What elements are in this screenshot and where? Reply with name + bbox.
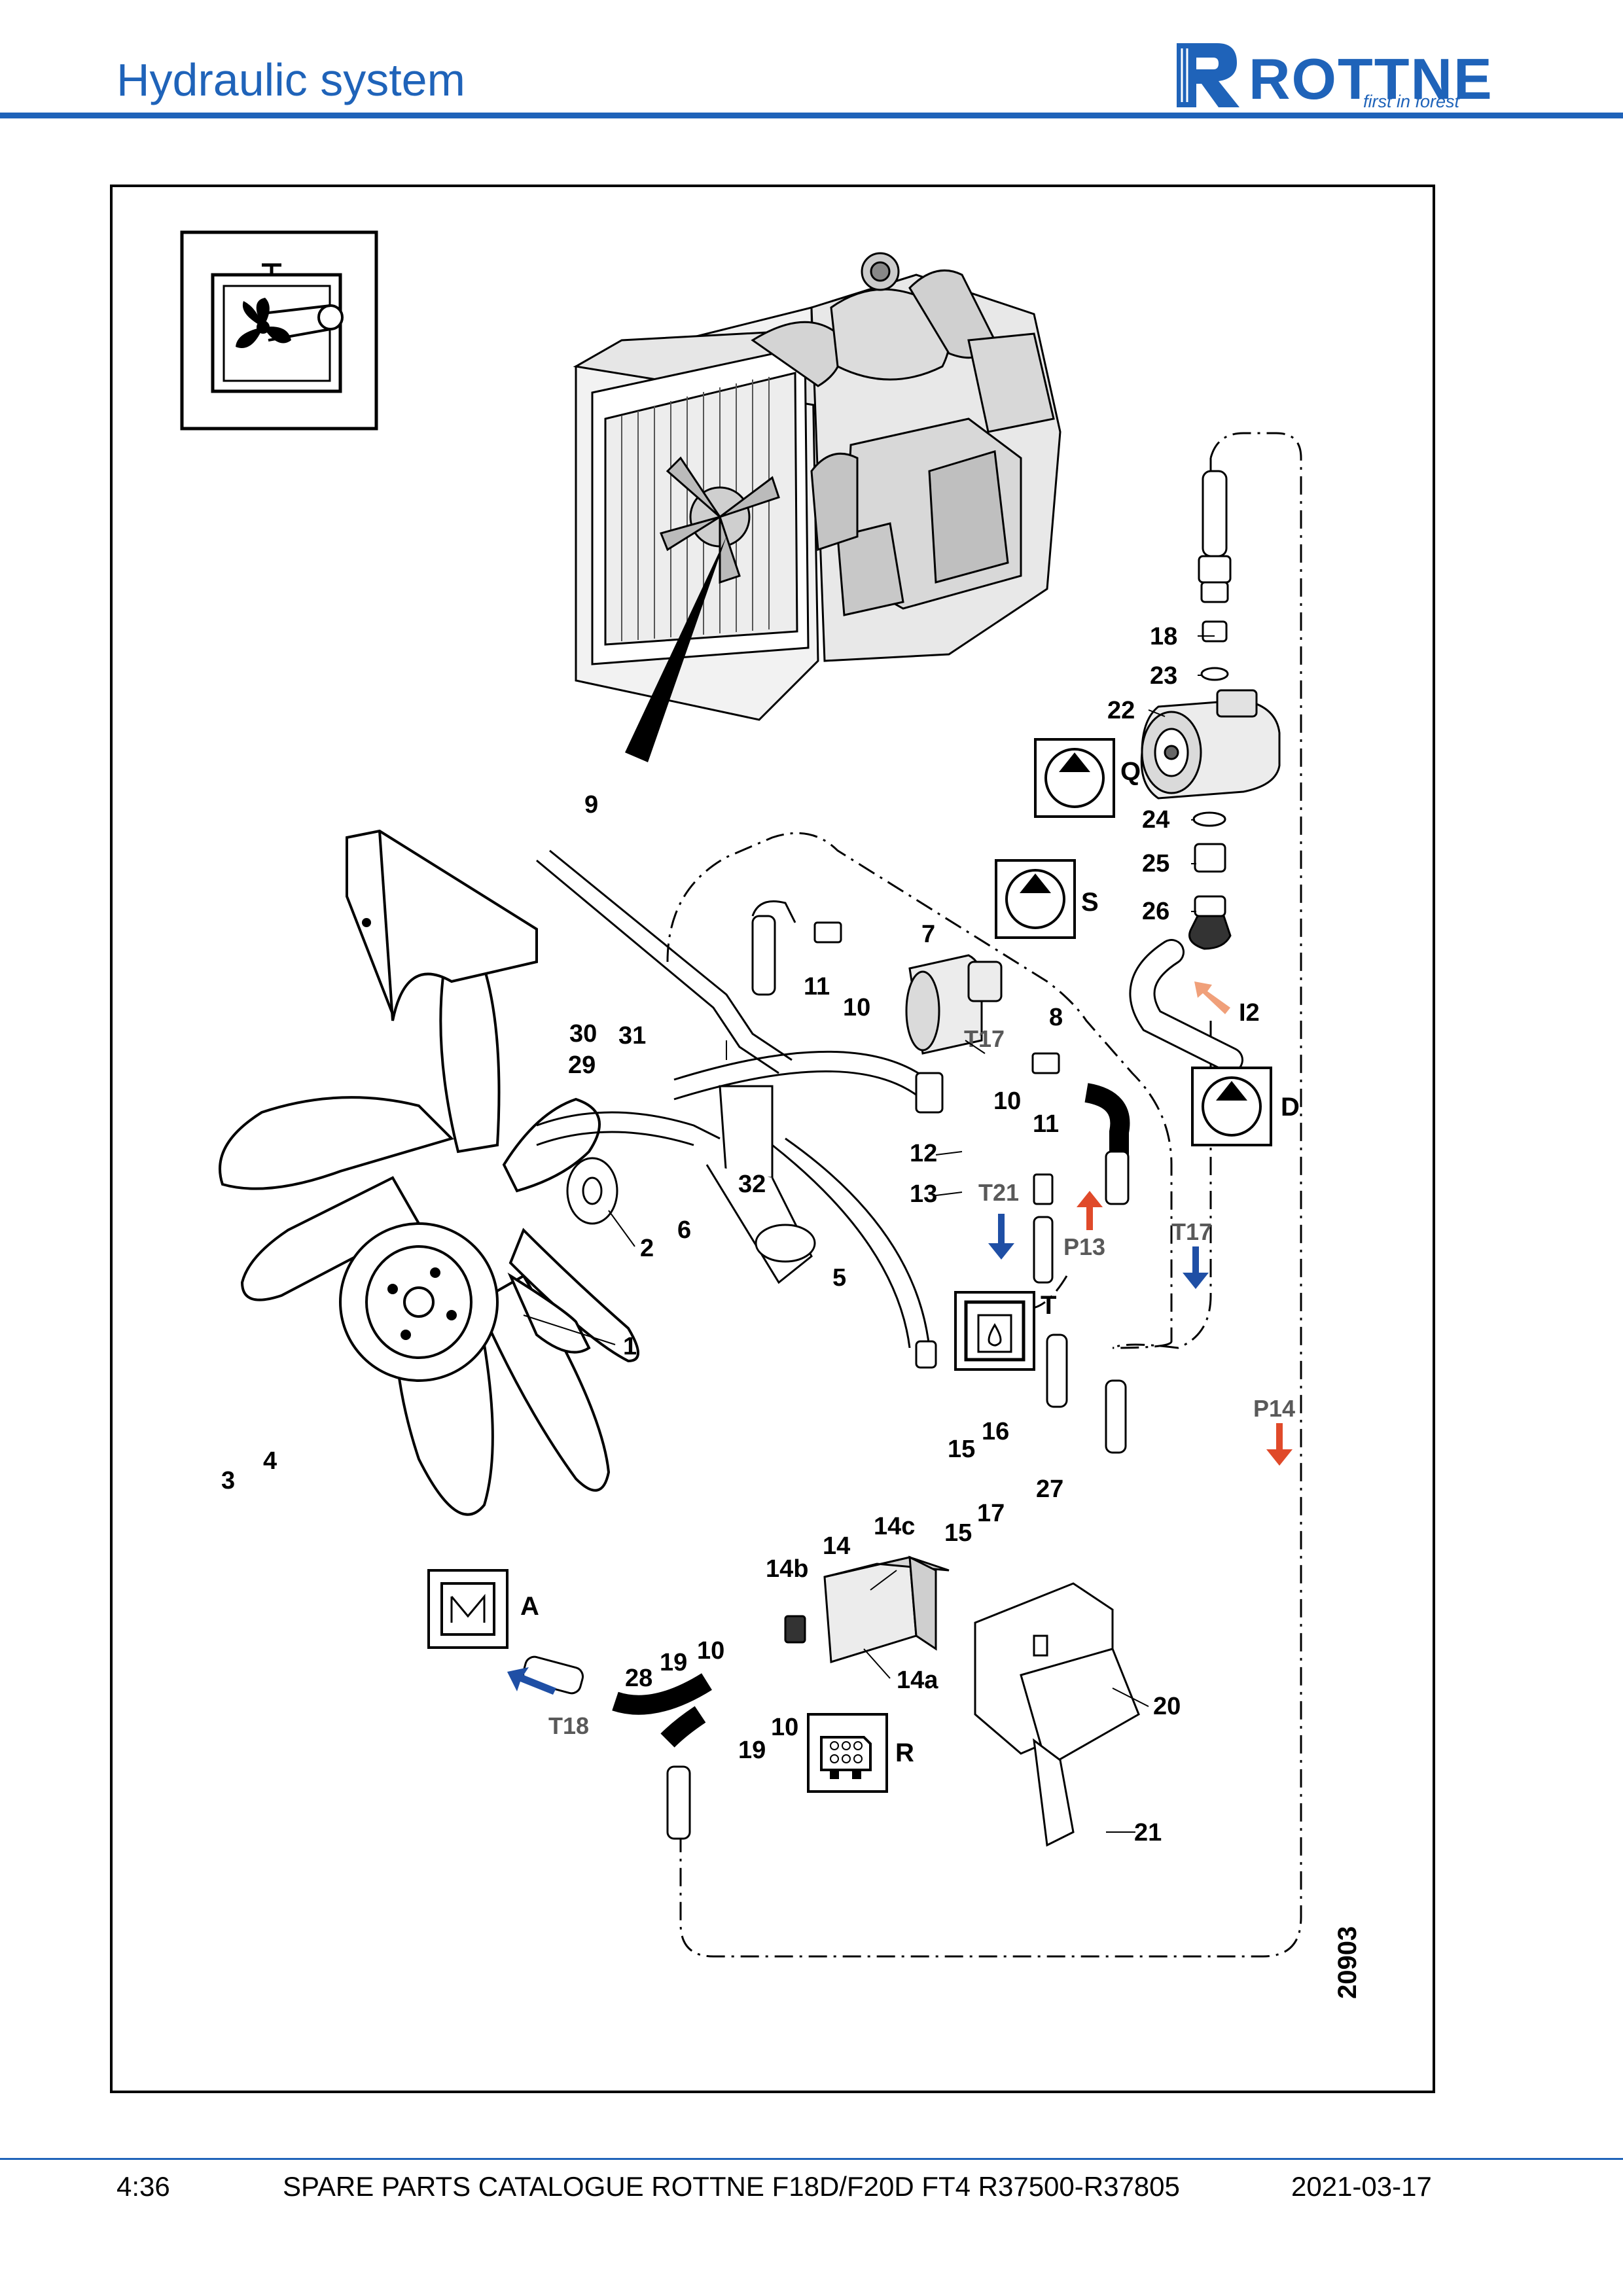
part-label-7: 7: [921, 921, 935, 948]
footer-rule: [0, 2158, 1623, 2160]
part-label-8: 8: [1049, 1004, 1063, 1031]
part-label-21: 21: [1134, 1819, 1162, 1846]
arrow-t21-down-icon: [988, 1214, 1014, 1260]
part-label-1: 1: [623, 1333, 637, 1360]
symbol-q-label: Q: [1120, 757, 1141, 786]
part-label-14b: 14b: [766, 1555, 808, 1583]
part-label-31: 31: [618, 1022, 646, 1050]
part-label-2: 2: [640, 1235, 654, 1262]
symbol-q-pump-icon: [1034, 738, 1115, 818]
flow-label-i2: I2: [1239, 999, 1260, 1027]
part-label-11b: 11: [1033, 1110, 1059, 1138]
symbol-d-label: D: [1281, 1093, 1300, 1122]
arrow-p14-down-icon: [1266, 1423, 1293, 1466]
rottne-r-icon: [1177, 43, 1240, 107]
part-label-27: 27: [1036, 1475, 1063, 1503]
pump-fittings: [1188, 811, 1232, 950]
flow-label-t21: T21: [978, 1179, 1019, 1206]
part-label-15b: 15: [944, 1519, 972, 1547]
suction-hose-upper: [1198, 470, 1232, 681]
part-label-28: 28: [625, 1665, 652, 1692]
fan-blades-1: [219, 949, 639, 1516]
part-label-5: 5: [832, 1264, 846, 1292]
part-label-19a: 19: [660, 1649, 687, 1676]
flow-label-t17-right: T17: [1171, 1218, 1212, 1245]
symbol-t-label: T: [1041, 1291, 1056, 1320]
symbol-a-label: A: [520, 1592, 539, 1621]
symbol-s-pump-icon: [995, 859, 1076, 939]
part-label-29: 29: [568, 1051, 596, 1079]
flow-label-p13: P13: [1063, 1233, 1105, 1260]
logo-wordmark: ROTTNE: [1249, 46, 1493, 111]
hub-2: [566, 1157, 618, 1225]
part-label-4: 4: [263, 1447, 277, 1475]
part-label-10d: 10: [771, 1714, 798, 1741]
symbol-s-label: S: [1081, 888, 1099, 917]
motor-hose-fittings: [751, 900, 1130, 1284]
symbol-t-tank-icon: [954, 1291, 1035, 1371]
block-hoses: [522, 1333, 1127, 1840]
page-number: 4:36: [116, 2171, 170, 2202]
symbol-r-label: R: [895, 1739, 914, 1767]
bracket-20: [974, 1582, 1140, 1847]
flow-arrows: [507, 981, 1293, 1695]
part-label-11a: 11: [804, 973, 830, 1000]
part-label-19b: 19: [738, 1737, 766, 1764]
part-label-9: 9: [584, 791, 598, 819]
arrow-t17-down-icon: [1183, 1246, 1209, 1289]
part-label-3: 3: [221, 1467, 235, 1494]
detail-pointer: [625, 537, 726, 762]
drawing-number: 20903: [1333, 1926, 1362, 1999]
logo-tagline: first in forest: [1363, 92, 1460, 111]
part-label-14: 14: [823, 1532, 850, 1560]
part-label-10a: 10: [843, 994, 870, 1021]
part-label-10b: 10: [993, 1087, 1021, 1115]
symbol-a-accumulator-icon: [427, 1569, 508, 1649]
part-label-6: 6: [677, 1216, 691, 1244]
frame-bracket-5: [536, 849, 944, 1369]
catalogue-title: SPARE PARTS CATALOGUE ROTTNE F18D/F20D F…: [283, 2171, 1180, 2202]
publication-date: 2021-03-17: [1291, 2171, 1432, 2202]
leader-lines: [523, 635, 1215, 1833]
part-label-15a: 15: [948, 1436, 975, 1463]
fan-shroud: [346, 829, 538, 1021]
part-label-22: 22: [1107, 697, 1135, 724]
flow-label-t17-upper: T17: [964, 1025, 1005, 1052]
flow-label-t18: T18: [548, 1712, 589, 1739]
part-label-23: 23: [1150, 662, 1177, 690]
part-label-12: 12: [910, 1140, 937, 1167]
part-label-25: 25: [1142, 850, 1169, 877]
page-title: Hydraulic system: [116, 54, 465, 105]
part-label-24: 24: [1142, 806, 1169, 834]
part-label-20: 20: [1153, 1693, 1181, 1720]
exploded-parts-diagram: Q S D T A R: [180, 230, 1362, 1999]
part-label-26: 26: [1142, 898, 1169, 925]
symbol-d-pump-icon: [1191, 1067, 1272, 1146]
rottne-logo: ROTTNE first in forest: [1171, 34, 1518, 113]
part-label-14a: 14a: [897, 1667, 938, 1694]
part-label-10c: 10: [697, 1637, 724, 1665]
valve-block-14: [784, 1555, 950, 1663]
engine-illustration: [573, 252, 1061, 721]
flow-label-p14: P14: [1253, 1395, 1295, 1422]
part-label-14c: 14c: [874, 1513, 915, 1540]
part-label-32: 32: [738, 1171, 766, 1198]
part-label-18: 18: [1150, 623, 1177, 650]
arrow-t18-left-icon: [507, 1667, 556, 1695]
symbol-r-connector-icon: [807, 1713, 888, 1793]
header-rule: [0, 113, 1623, 118]
arrow-p13-up-icon: [1077, 1191, 1103, 1230]
hydraulic-motor-7: [905, 954, 1003, 1055]
part-label-13: 13: [910, 1180, 937, 1208]
cooling-fan-symbol-icon: [180, 230, 378, 431]
part-label-16: 16: [982, 1418, 1009, 1445]
pump-22: [1140, 689, 1281, 800]
diagram-frame: [110, 185, 1435, 2093]
part-label-30: 30: [569, 1020, 597, 1048]
arrow-i2-intake-icon: [1194, 981, 1230, 1014]
part-label-17: 17: [977, 1500, 1005, 1527]
